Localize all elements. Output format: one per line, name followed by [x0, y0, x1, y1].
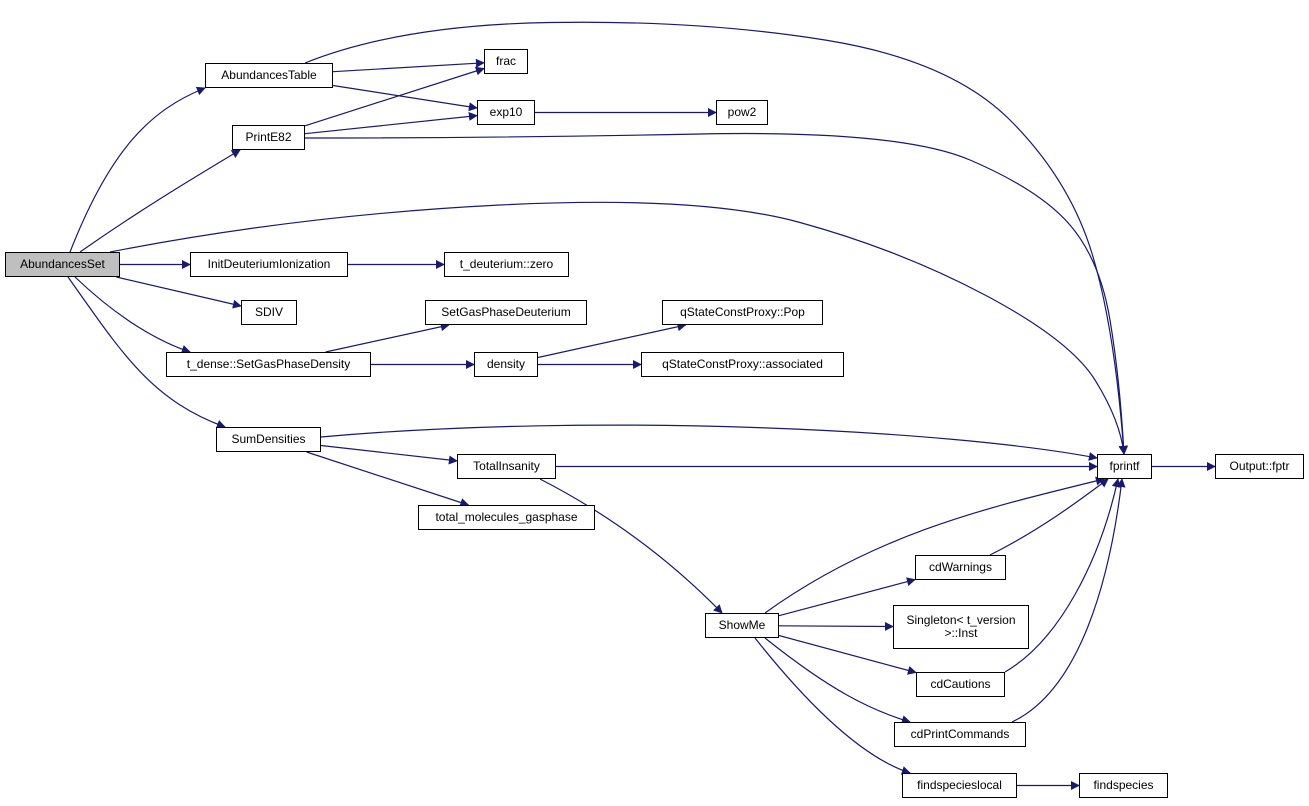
edge-sumdensities-to-fprintf [320, 424, 1098, 461]
node-output-fptr[interactable]: Output::fptr [1215, 454, 1304, 479]
node-cdprintcommands[interactable]: cdPrintCommands [894, 722, 1026, 747]
node-frac[interactable]: frac [484, 49, 528, 74]
edge-abundancesset-to-printe82 [79, 149, 241, 253]
node-qstateconstproxy-pop[interactable]: qStateConstProxy::Pop [662, 300, 823, 325]
edge-density-to-qstateconstproxy-pop [537, 322, 687, 359]
node-showme[interactable]: ShowMe [705, 613, 779, 638]
node-cdcautions[interactable]: cdCautions [916, 672, 1005, 697]
edge-showme-to-fprintf [764, 476, 1105, 614]
node-exp10[interactable]: exp10 [477, 100, 535, 125]
edge-abundancesset-to-abundancestable [69, 86, 206, 253]
edge-totalinsanity-to-showme [539, 478, 723, 614]
node-cdwarnings[interactable]: cdWarnings [915, 555, 1006, 580]
edge-showme-to-singleton-inst [778, 621, 894, 631]
edge-cdprintcommands-to-fprintf [1011, 478, 1126, 723]
node-sdiv[interactable]: SDIV [241, 300, 297, 325]
edge-showme-to-cdprintcommands [764, 637, 911, 724]
edge-abundancesset-to-sumdensities [67, 276, 226, 429]
node-fprintf[interactable]: fprintf [1097, 454, 1152, 479]
node-qstateconstproxy-associated[interactable]: qStateConstProxy::associated [641, 352, 844, 377]
node-totalinsanity[interactable]: TotalInsanity [457, 454, 556, 479]
node-setgasphasedeuterium[interactable]: SetGasPhaseDeuterium [425, 300, 587, 325]
node-t-deuterium-zero[interactable]: t_deuterium::zero [444, 252, 569, 277]
node-findspecieslocal[interactable]: findspecieslocal [902, 773, 1017, 798]
node-sumdensities[interactable]: SumDensities [216, 427, 321, 452]
edge-printe82-to-fprintf [304, 132, 1129, 455]
node-density[interactable]: density [474, 352, 538, 377]
edge-abundancesset-to-t-dense-setgasphasedensity [74, 276, 191, 354]
edge-sumdensities-to-totalinsanity [320, 444, 458, 465]
node-t-dense-setgasphasedensity[interactable]: t_dense::SetGasPhaseDensity [166, 352, 371, 377]
node-abundancesset[interactable]: AbundancesSet [5, 252, 120, 277]
node-singleton-inst[interactable]: Singleton< t_version >::Inst [893, 605, 1029, 649]
edge-abundancesset-to-sdiv [116, 276, 242, 309]
node-abundancestable[interactable]: AbundancesTable [205, 63, 333, 88]
node-total-molecules-gasphase[interactable]: total_molecules_gasphase [418, 505, 595, 530]
edge-abundancestable-to-exp10 [332, 84, 478, 112]
edge-printe82-to-exp10 [304, 111, 478, 135]
edge-showme-to-findspecieslocal [754, 637, 911, 775]
edge-abundancestable-to-frac [332, 58, 485, 73]
edge-cdwarnings-to-fprintf [989, 478, 1109, 556]
edge-cdcautions-to-fprintf [1004, 478, 1121, 673]
node-printe82[interactable]: PrintE82 [232, 125, 305, 150]
edge-sumdensities-to-total-molecules-gasphase [306, 451, 470, 507]
edge-showme-to-cdwarnings [778, 577, 916, 617]
edge-printe82-to-frac [304, 66, 485, 127]
edge-t-dense-setgasphasedensity-to-setgasphasedeuterium [325, 322, 450, 353]
edge-abundancesset-to-fprintf [109, 201, 1128, 455]
node-pow2[interactable]: pow2 [716, 100, 768, 125]
node-initdeuteriumionization[interactable]: InitDeuteriumIonization [190, 252, 348, 277]
node-findspecies[interactable]: findspecies [1079, 773, 1168, 798]
edge-showme-to-cdcautions [778, 634, 917, 675]
